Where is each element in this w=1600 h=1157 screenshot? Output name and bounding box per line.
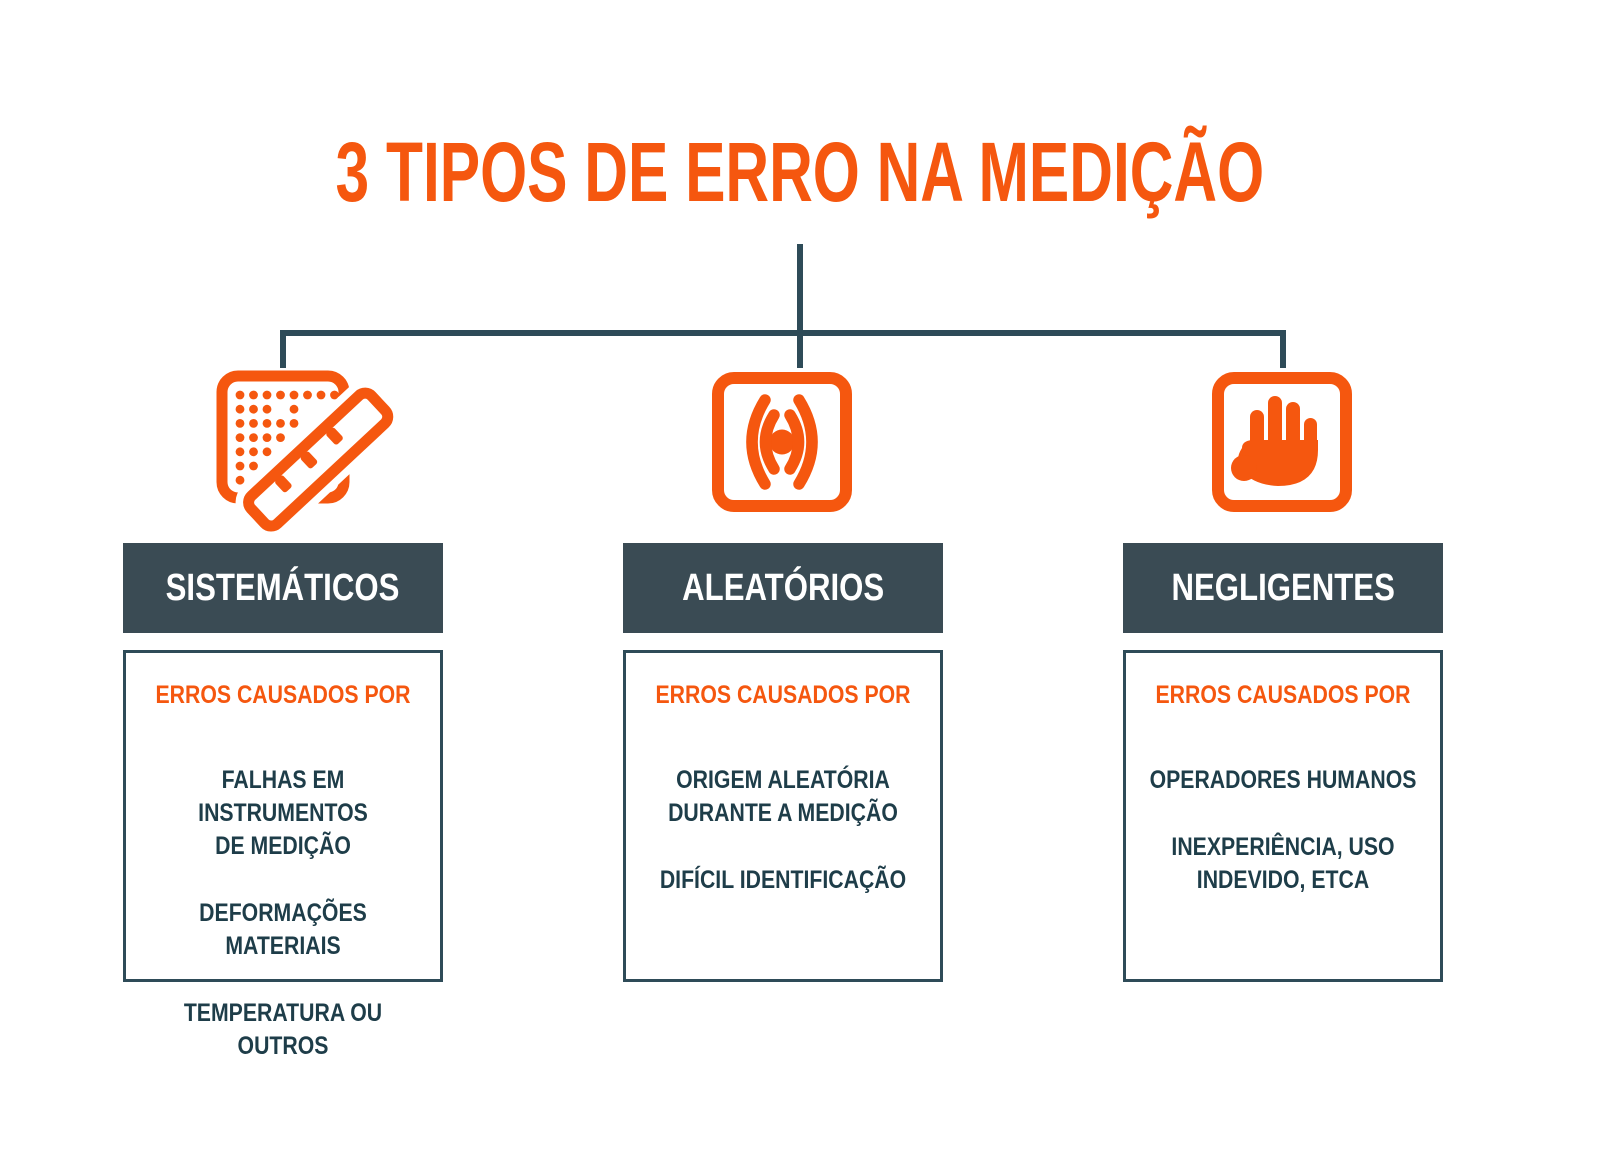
connector-horizontal	[280, 330, 1286, 336]
header-aleatorios: ALEATÓRIOS	[623, 543, 943, 633]
list-item: OPERADORES HUMANOS	[1149, 765, 1417, 794]
list-item: TEMPERATURA OU OUTROS	[183, 998, 383, 1060]
connector-drop-right	[1280, 330, 1286, 368]
header-label: ALEATÓRIOS	[682, 567, 884, 609]
header-sistematicos: SISTEMÁTICOS	[123, 543, 443, 633]
intro-label: ERROS CAUSADOS POR	[655, 681, 911, 709]
header-label: NEGLIGENTES	[1171, 567, 1395, 609]
header-negligentes: NEGLIGENTES	[1123, 543, 1443, 633]
dot-grid	[235, 390, 339, 485]
info-box-aleatorios: ERROS CAUSADOS POR ORIGEM ALEATÓRIA DURA…	[623, 650, 943, 982]
intro-label: ERROS CAUSADOS POR	[155, 681, 411, 709]
list-item: DEFORMAÇÕES MATERIAIS	[199, 898, 367, 960]
list-item: FALHAS EM INSTRUMENTOS DE MEDIÇÃO	[198, 765, 368, 860]
info-box-negligentes: ERROS CAUSADOS POR OPERADORES HUMANOS IN…	[1123, 650, 1443, 982]
header-label: SISTEMÁTICOS	[166, 567, 400, 609]
connector-drop-center	[797, 330, 803, 368]
intro-label: ERROS CAUSADOS POR	[1155, 681, 1411, 709]
connector-stem	[797, 244, 803, 334]
ruler	[235, 380, 401, 540]
list-item: INEXPERIÊNCIA, USO INDEVIDO, ETCA	[1171, 832, 1395, 894]
info-box-sistematicos: ERROS CAUSADOS POR FALHAS EM INSTRUMENTO…	[123, 650, 443, 1060]
connector-drop-left	[280, 330, 286, 368]
page-title-text: 3 TIPOS DE ERRO NA MEDIÇÃO	[335, 125, 1265, 219]
list-item: ORIGEM ALEATÓRIA DURANTE A MEDIÇÃO	[668, 765, 898, 827]
list-item: DIFÍCIL IDENTIFICAÇÃO	[659, 865, 907, 894]
page-title: 3 TIPOS DE ERRO NA MEDIÇÃO	[0, 130, 1600, 214]
